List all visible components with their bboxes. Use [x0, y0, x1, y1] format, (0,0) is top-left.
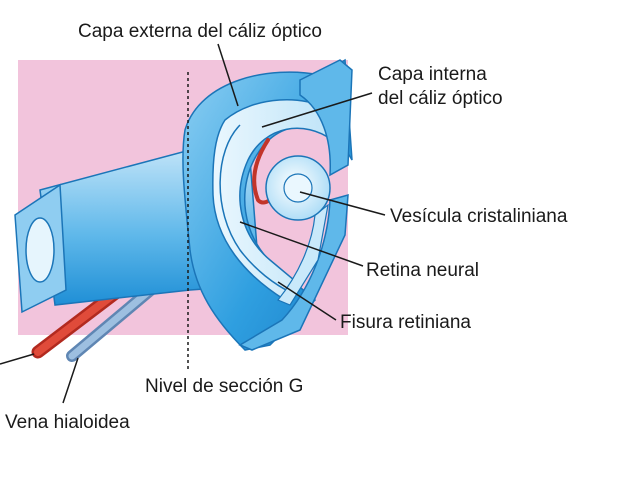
label-nivel: Nivel de sección G: [145, 376, 303, 397]
label-capa-interna-1: Capa interna: [378, 64, 487, 85]
leader-capa-externa: [217, 43, 239, 107]
cup-rim-lower: [238, 193, 349, 351]
cup-rim-upper: [299, 59, 353, 177]
optic-cup: [182, 58, 353, 351]
label-capa-interna-2: del cáliz óptico: [378, 88, 503, 109]
label-vesicula: Vesícula cristaliniana: [390, 206, 568, 227]
leader-retina: [239, 221, 364, 267]
stalk-lumen: [25, 217, 55, 283]
lens-vesicle: [265, 155, 331, 221]
label-fisura: Fisura retiniana: [340, 312, 471, 333]
leader-capa-interna: [261, 92, 373, 128]
retinal-fissure: [277, 203, 329, 306]
label-retina: Retina neural: [366, 260, 479, 281]
leader-fisura: [277, 281, 337, 321]
leader-vena: [62, 357, 79, 404]
label-vena: Vena hialoidea: [5, 412, 130, 433]
label-capa-externa: Capa externa del cáliz óptico: [78, 21, 322, 42]
leader-arteria: [0, 353, 35, 365]
leader-vesicula: [299, 191, 386, 216]
labels: Capa externa del cáliz óptico Capa inter…: [5, 21, 568, 433]
leader-lines: [0, 43, 386, 404]
